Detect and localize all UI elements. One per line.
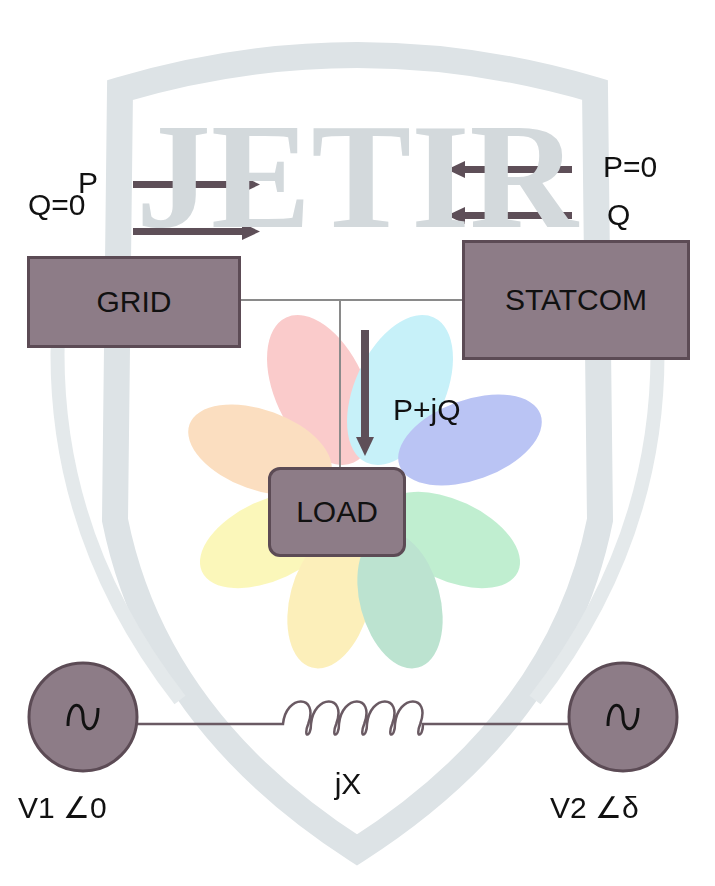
wire: [138, 702, 568, 735]
power-label: P=0: [603, 150, 657, 184]
power-label: Q: [607, 198, 630, 232]
watermark: JETIR: [136, 90, 578, 262]
ac-source-symbol: [26, 660, 140, 774]
power-label: P+jQ: [393, 393, 461, 427]
node-label: STATCOM: [505, 283, 647, 317]
source-circle: V2 ∠δ: [540, 660, 680, 840]
node-label: V2 ∠δ: [550, 790, 639, 825]
source-circle: V1 ∠0: [18, 660, 148, 840]
edge-label: jX: [335, 767, 362, 801]
node-label: LOAD: [296, 495, 378, 529]
shield-watermark: [115, 55, 600, 850]
power-label: Q=0: [28, 188, 86, 222]
laurel-watermark: [58, 300, 658, 700]
wire: [340, 300, 462, 467]
ac-source-symbol: [566, 660, 680, 774]
node-label: GRID: [97, 285, 172, 319]
node-label: V1 ∠0: [18, 790, 107, 825]
load-box: LOAD: [268, 467, 406, 557]
grid-box: GRID: [27, 256, 241, 348]
wire: [241, 300, 340, 467]
